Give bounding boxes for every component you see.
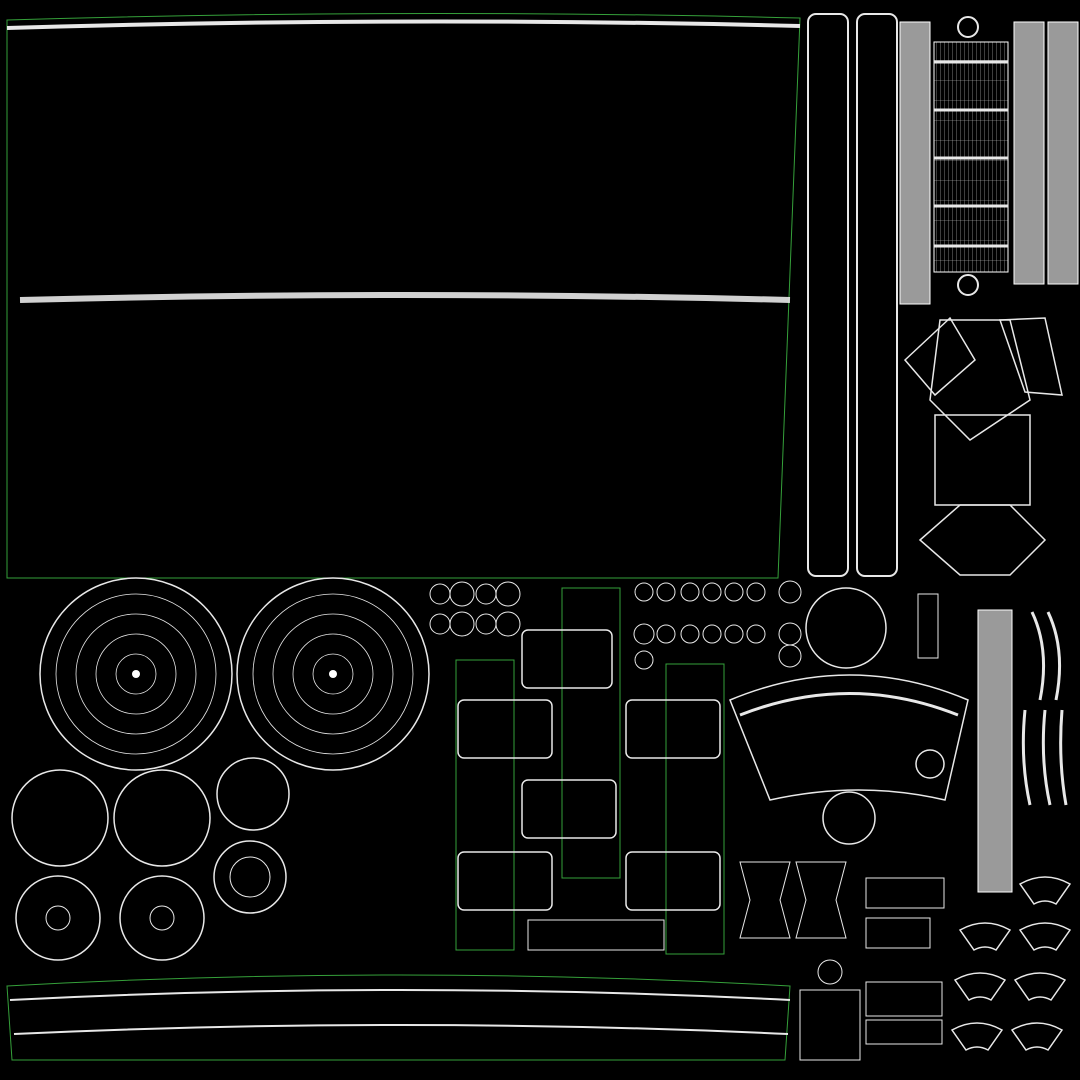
uv-shell-tall-strips [807, 13, 898, 577]
uv-shell-right-columns [899, 16, 1079, 305]
uv-shell-right-lower [917, 593, 1068, 893]
uv-shell-gears [11, 769, 211, 961]
uv-shell-arch [729, 674, 969, 801]
uv-shell-small-spheres [213, 580, 887, 914]
uv-shell-bottom-strip [6, 974, 791, 1061]
uv-shell-disks [39, 577, 430, 771]
uv-shell-fans [950, 876, 1072, 1051]
uv-shell-star [903, 316, 1063, 576]
uv-shell-main-panel [6, 12, 801, 579]
uv-shell-vases [739, 861, 945, 1061]
uv-shell-center-blocks [455, 587, 725, 955]
